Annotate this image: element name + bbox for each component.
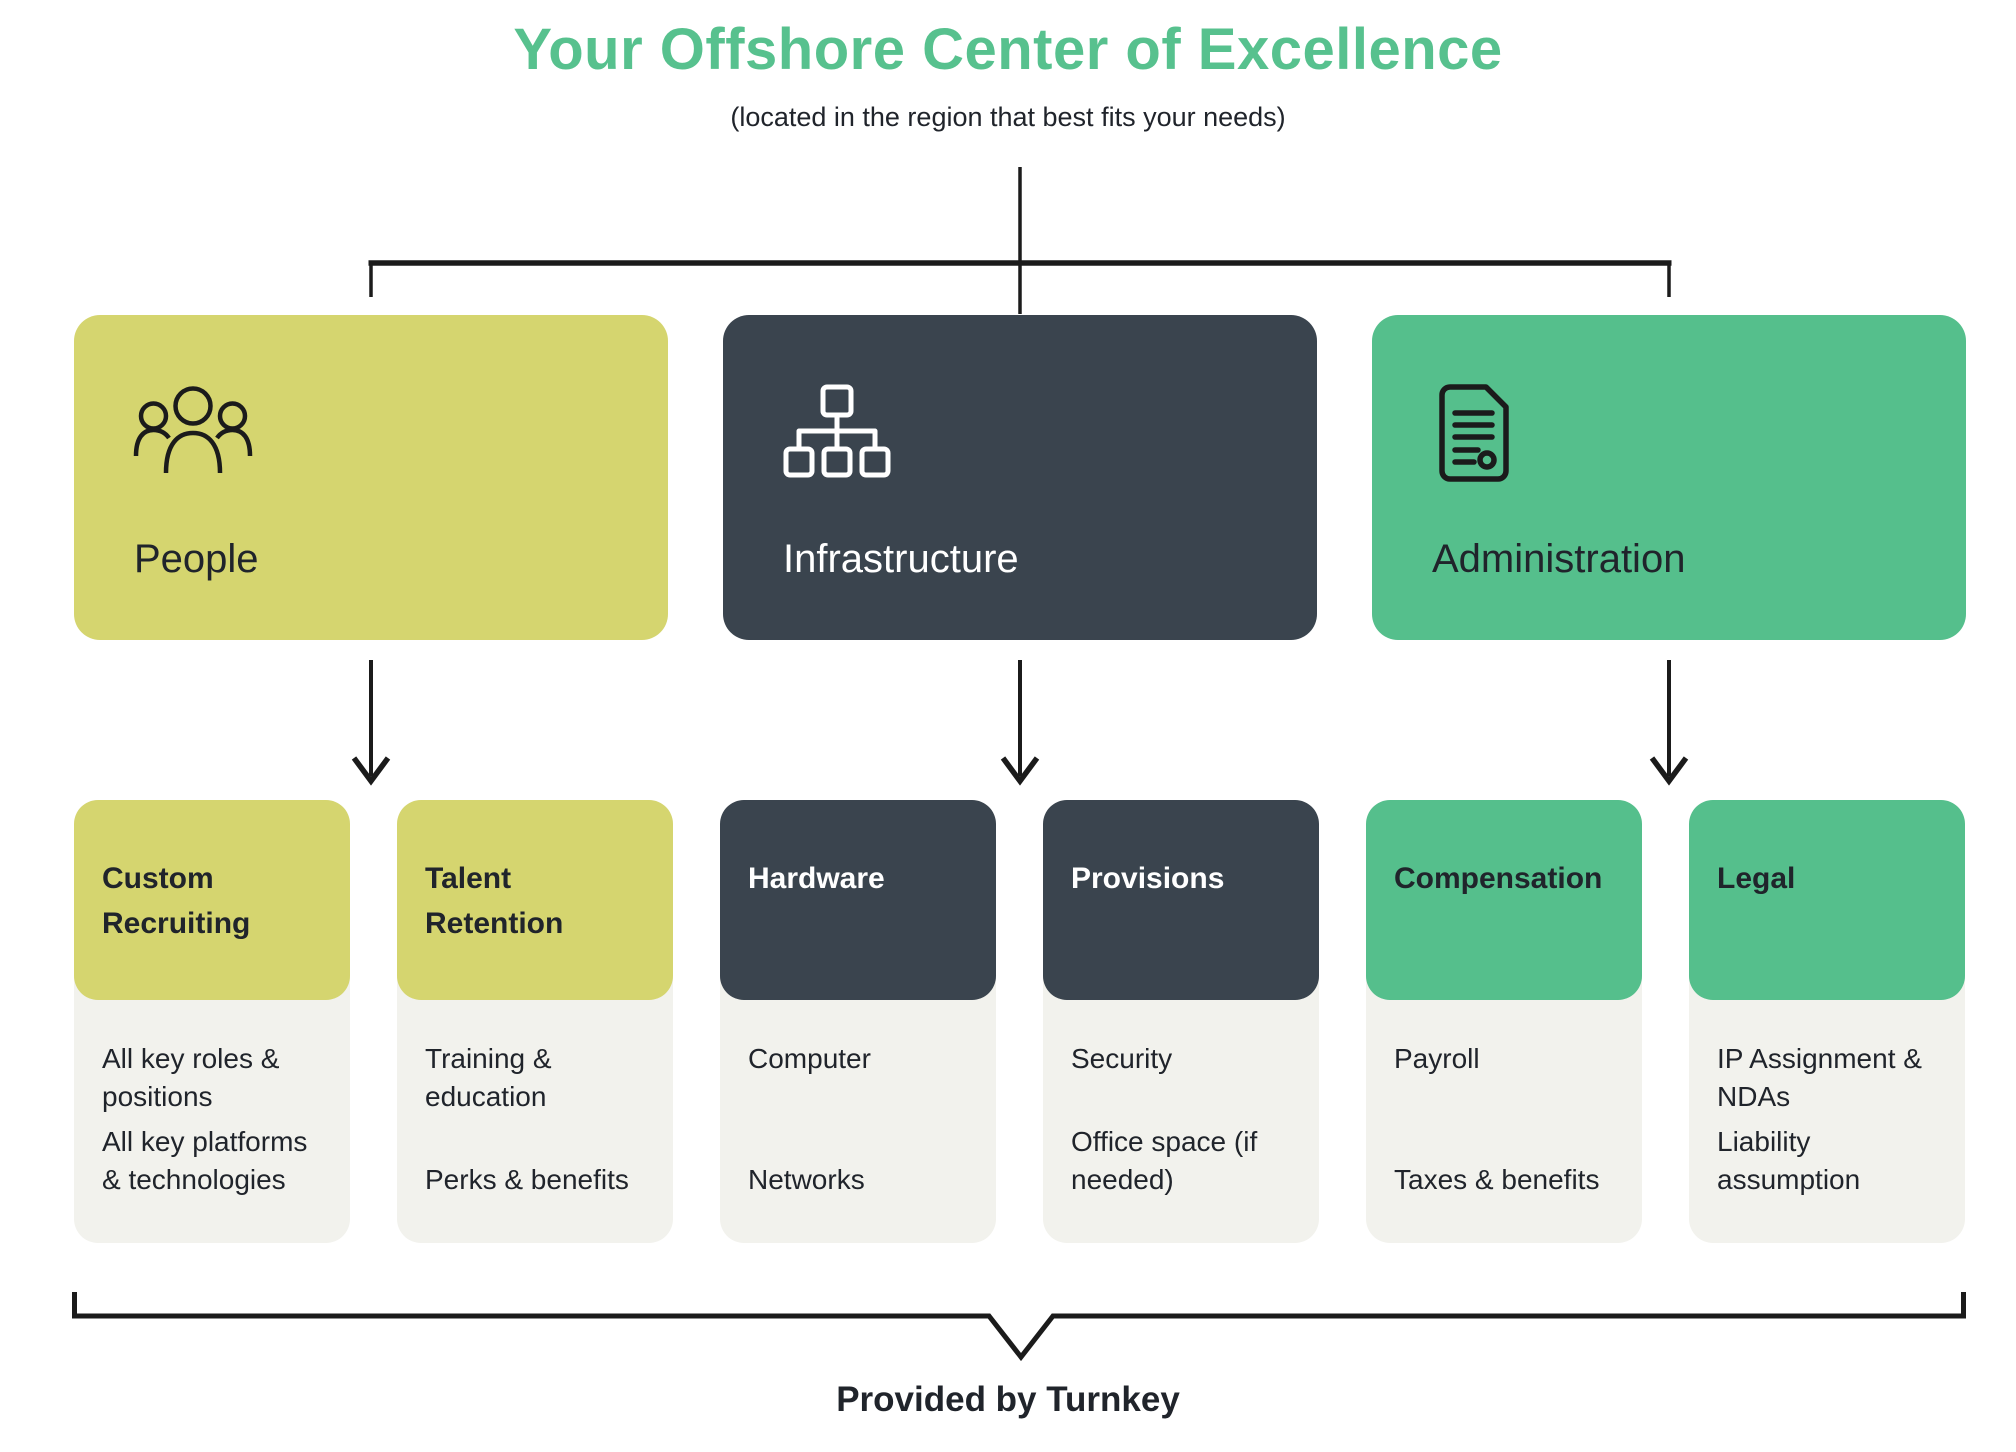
org-chart-icon (781, 383, 893, 488)
card-hardware: Hardware Computer Networks (720, 800, 996, 1243)
card-custom-recruiting: Custom Recruiting All key roles & positi… (74, 800, 350, 1243)
card-item: Computer (748, 1043, 871, 1074)
bottom-bracket (72, 1292, 1966, 1362)
card-item: All key platforms & technologies (102, 1126, 308, 1195)
pillar-infrastructure: Infrastructure (723, 315, 1317, 640)
page-subtitle: (located in the region that best fits yo… (730, 102, 1286, 132)
pillar-administration: Administration (1372, 315, 1966, 640)
people-icon (132, 383, 254, 480)
pillar-administration-label: Administration (1432, 537, 1686, 581)
top-connector (368, 167, 1672, 314)
pillar-people: People (74, 315, 668, 640)
card-legal: Legal IP Assignment & NDAs Liability ass… (1689, 800, 1965, 1243)
card-title: Compensation (1366, 800, 1642, 1000)
down-arrows (351, 660, 1689, 786)
document-icon (1430, 383, 1518, 488)
card-title: Legal (1689, 800, 1965, 1000)
card-item: Perks & benefits (425, 1164, 629, 1195)
card-title: Provisions (1043, 800, 1319, 1000)
card-item: Networks (748, 1164, 865, 1195)
card-talent-retention: Talent Retention Training & education Pe… (397, 800, 673, 1243)
card-title: Hardware (720, 800, 996, 1000)
pillar-people-label: People (134, 537, 259, 581)
card-title: Custom Recruiting (74, 800, 350, 1000)
card-title: Talent Retention (397, 800, 673, 1000)
card-item: Office space (if needed) (1071, 1126, 1258, 1195)
card-item: Taxes & benefits (1394, 1164, 1600, 1195)
card-compensation: Compensation Payroll Taxes & benefits (1366, 800, 1642, 1243)
card-item: Payroll (1394, 1043, 1480, 1074)
card-item: Training & education (425, 1043, 552, 1112)
footer-caption: Provided by Turnkey (836, 1380, 1180, 1419)
card-item: Liability assumption (1717, 1126, 1861, 1195)
card-item: All key roles & positions (102, 1043, 280, 1112)
card-item: IP Assignment & NDAs (1717, 1043, 1922, 1112)
card-provisions: Provisions Security Office space (if nee… (1043, 800, 1319, 1243)
pillar-infrastructure-label: Infrastructure (783, 537, 1019, 581)
card-item: Security (1071, 1043, 1173, 1074)
page-title: Your Offshore Center of Excellence (513, 17, 1503, 82)
